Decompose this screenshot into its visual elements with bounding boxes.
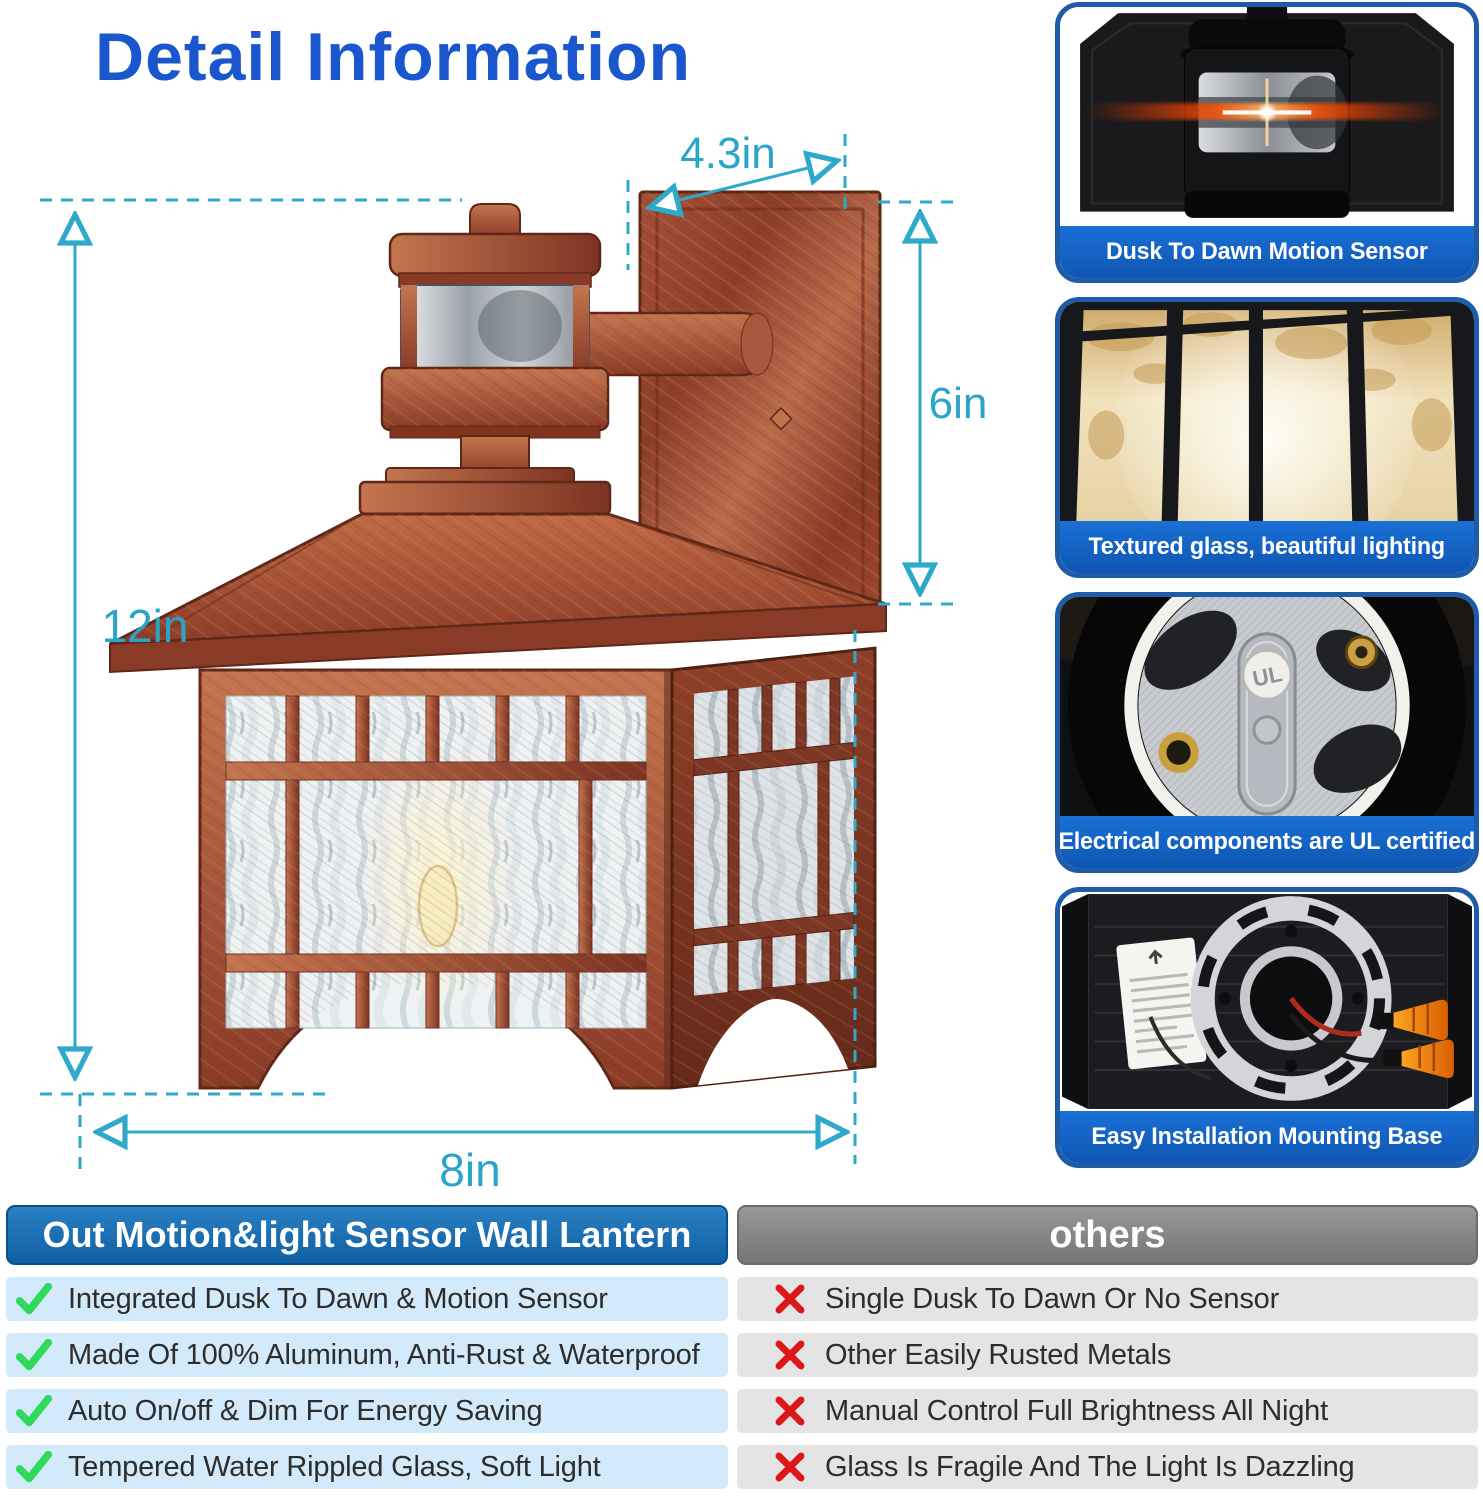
check-icon [10, 1336, 56, 1374]
mounting-arm [558, 311, 774, 377]
page-title: Detail Information [95, 19, 692, 95]
caption-band: Textured glass, beautiful lighting [1060, 521, 1474, 573]
others-row: Other Easily Rusted Metals [737, 1333, 1478, 1377]
feature-caption: Easy Installation Mounting Base [1091, 1123, 1443, 1150]
textured-glass-photo [1060, 302, 1474, 521]
others-row: Glass Is Fragile And The Light Is Dazzli… [737, 1445, 1478, 1489]
ours-row: Integrated Dusk To Dawn & Motion Sensor [6, 1277, 728, 1321]
ours-row-label: Made Of 100% Aluminum, Anti-Rust & Water… [68, 1338, 700, 1371]
feature-caption: Textured glass, beautiful lighting [1088, 533, 1446, 560]
ul-mark-text: UL [1250, 661, 1284, 692]
dimension-label-top-width: 4.3in [680, 130, 775, 178]
mounting-ring [1190, 896, 1392, 1101]
instruction-label [1116, 937, 1207, 1070]
check-icon [10, 1448, 56, 1486]
lantern-body [198, 646, 877, 1090]
others-row: Manual Control Full Brightness All Night [737, 1389, 1478, 1433]
dimension-label-plate-height: 6in [929, 379, 988, 428]
mounting-base-photo [1060, 892, 1474, 1111]
others-row-label: Other Easily Rusted Metals [825, 1338, 1172, 1371]
others-row: Single Dusk To Dawn Or No Sensor [737, 1277, 1478, 1321]
others-header: others [737, 1205, 1478, 1265]
dimension-guide-lines [40, 134, 962, 1172]
others-row-label: Glass Is Fragile And The Light Is Dazzli… [825, 1450, 1355, 1483]
feature-caption: Dusk To Dawn Motion Sensor [1106, 238, 1428, 265]
others-row-label: Single Dusk To Dawn Or No Sensor [825, 1282, 1280, 1315]
comparison-column-ours: Out Motion&light Sensor Wall Lantern Int… [6, 1205, 728, 1489]
feature-caption: Electrical components are UL certified [1058, 828, 1476, 855]
dimension-label-base-width: 8in [439, 1144, 500, 1196]
caption-band: Electrical components are UL certified [1060, 816, 1474, 868]
lantern-side-face [670, 646, 877, 1090]
product-dimension-diagram: 4.3in 6in 12in 8in [40, 130, 988, 1196]
ours-header: Out Motion&light Sensor Wall Lantern [6, 1205, 728, 1265]
sensor-lens [478, 290, 562, 362]
x-icon [767, 1338, 813, 1372]
ours-row: Made Of 100% Aluminum, Anti-Rust & Water… [6, 1333, 728, 1377]
feature-card-mounting-base: Easy Installation Mounting Base [1055, 887, 1479, 1168]
check-icon [10, 1392, 56, 1430]
ours-row-label: Tempered Water Rippled Glass, Soft Light [68, 1450, 601, 1483]
feature-card-textured-glass: Textured glass, beautiful lighting [1055, 297, 1479, 578]
ours-row: Auto On/off & Dim For Energy Saving [6, 1389, 728, 1433]
dimension-annotations [40, 134, 962, 1172]
feature-card-motion-sensor: Dusk To Dawn Motion Sensor [1055, 2, 1479, 283]
motion-sensor-head [380, 203, 610, 477]
plate-width-arrow-4-3in [651, 161, 836, 207]
wire-nut [1393, 999, 1448, 1041]
others-row-label: Manual Control Full Brightness All Night [825, 1394, 1328, 1427]
ours-row-label: Integrated Dusk To Dawn & Motion Sensor [68, 1282, 608, 1315]
caption-band: Dusk To Dawn Motion Sensor [1060, 226, 1474, 278]
x-icon [767, 1394, 813, 1428]
x-icon [767, 1282, 813, 1316]
window-mullions [1060, 302, 1474, 521]
brass-screw [1158, 732, 1199, 774]
dimension-label-total-height: 12in [102, 600, 189, 652]
x-icon [767, 1450, 813, 1484]
caption-band: Easy Installation Mounting Base [1060, 1111, 1474, 1163]
check-icon [10, 1280, 56, 1318]
feature-card-ul-certified: UL Electrical components are UL certifie… [1055, 592, 1479, 873]
comparison-column-others: others Single Dusk To Dawn Or No Sensor … [737, 1205, 1478, 1489]
ul-socket-photo: UL [1060, 597, 1474, 816]
ours-row: Tempered Water Rippled Glass, Soft Light [6, 1445, 728, 1489]
motion-sensor-photo [1060, 7, 1474, 226]
wire-nut [1401, 1039, 1454, 1078]
ours-row-label: Auto On/off & Dim For Energy Saving [68, 1394, 543, 1427]
